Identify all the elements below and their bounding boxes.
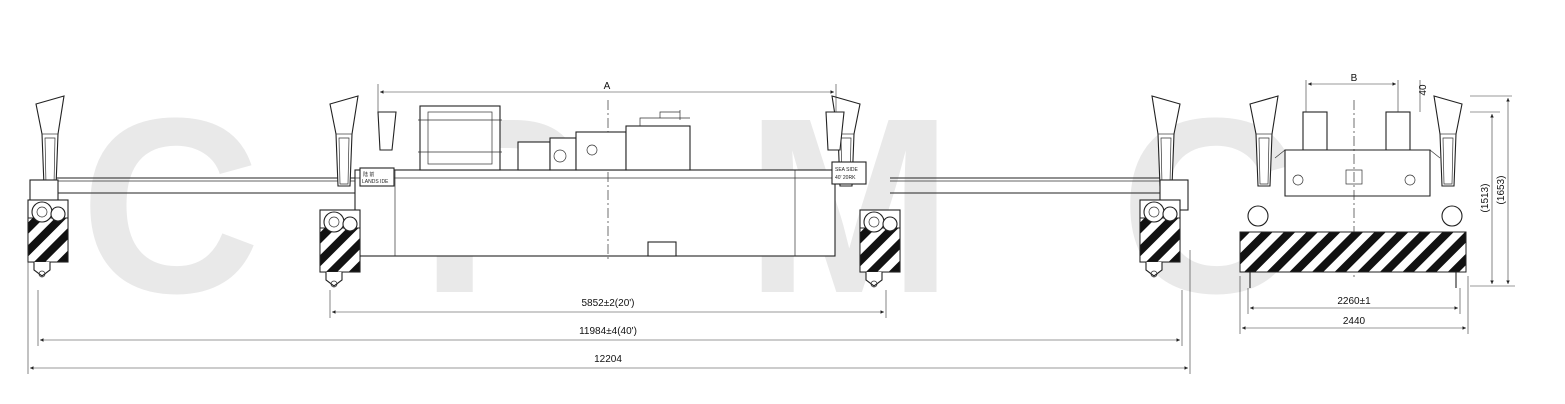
dimension-overall-label: 12204 bbox=[594, 354, 622, 365]
telescopic-beam-left bbox=[55, 177, 360, 194]
front-view: 陆 前 LANDS IDE SEA SIDE 40' 20RK bbox=[27, 81, 1191, 374]
flipper-right-outer bbox=[1139, 95, 1189, 278]
dimension-2440: 2440 bbox=[1239, 276, 1469, 334]
side-view: B 40 (1513) (1653) 2260±1 bbox=[1239, 73, 1515, 334]
dimension-20ft: 5852±2(20') bbox=[329, 290, 887, 318]
dimension-40ft: 11984±4(40') bbox=[37, 290, 1183, 346]
nameplate-right-line2: 40' 20RK bbox=[835, 175, 856, 181]
dimension-2260: 2260±1 bbox=[1247, 288, 1461, 314]
nameplate-right-line1: SEA SIDE bbox=[835, 167, 858, 173]
dimension-20ft-label: 5852±2(20') bbox=[582, 298, 635, 309]
nameplate-left-line1: 陆 前 bbox=[363, 171, 374, 178]
dimension-40-label: 40 bbox=[1418, 84, 1429, 96]
dimension-a: A bbox=[377, 81, 837, 112]
dimension-1653-label: (1653) bbox=[1496, 176, 1507, 205]
flipper-right-inner: SEA SIDE 40' 20RK bbox=[825, 95, 901, 288]
dimension-a-label: A bbox=[604, 81, 611, 92]
dimension-b: B bbox=[1305, 73, 1399, 112]
dimension-1653: (1653) bbox=[1470, 95, 1512, 284]
flipper-left-outer bbox=[27, 95, 69, 278]
dimension-40ft-label: 11984±4(40') bbox=[579, 326, 637, 337]
dimension-40: 40 bbox=[1418, 80, 1429, 112]
dimension-1513-label: (1513) bbox=[1480, 184, 1491, 213]
dimension-b-label: B bbox=[1351, 73, 1358, 84]
hydraulic-unit bbox=[418, 105, 691, 171]
watermark-letter-c1: C bbox=[80, 66, 261, 345]
flipper-left-inner: 陆 前 LANDS IDE bbox=[319, 95, 397, 288]
dimension-overall: 12204 bbox=[27, 250, 1191, 374]
telescopic-beam-right bbox=[890, 177, 1160, 194]
dimension-2440-label: 2440 bbox=[1343, 316, 1366, 327]
dimension-2260-label: 2260±1 bbox=[1337, 296, 1371, 307]
dimension-1513: (1513) bbox=[1470, 111, 1515, 287]
nameplate-left-line2: LANDS IDE bbox=[362, 179, 389, 185]
